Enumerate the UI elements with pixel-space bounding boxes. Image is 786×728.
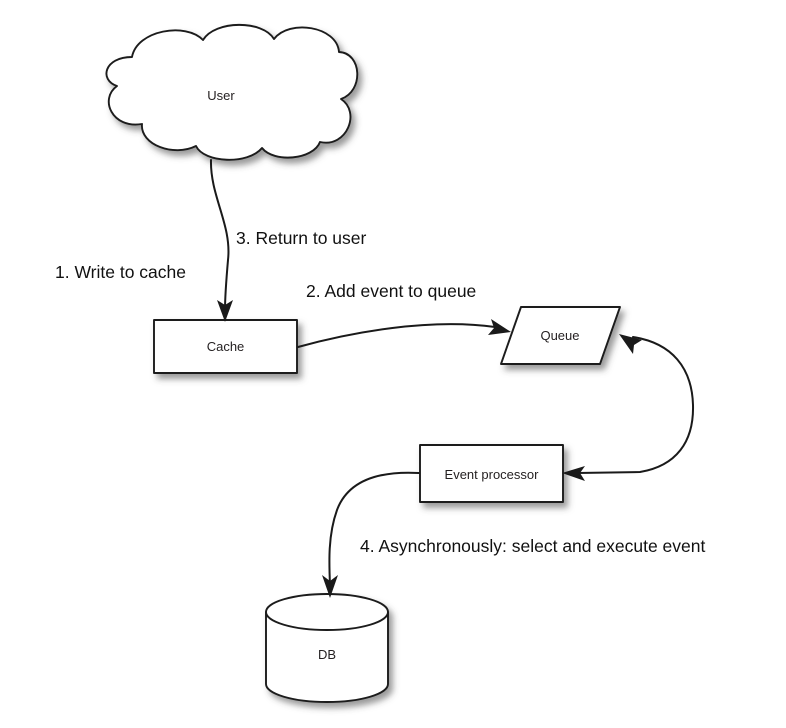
node-label-cache: Cache — [207, 339, 245, 354]
step-label-1: 1. Write to cache — [55, 262, 186, 282]
step-label-2: 2. Add event to queue — [306, 281, 476, 301]
arrow-head-queue-in — [488, 319, 511, 335]
node-user[interactable]: User — [105, 23, 359, 161]
arrow-head-queue-loop — [619, 334, 642, 354]
edge-queue-event-processor — [562, 334, 695, 481]
step-label-3: 3. Return to user — [236, 228, 367, 248]
arrow-head-event-processor — [562, 466, 585, 481]
edge-user-to-cache — [209, 159, 233, 322]
node-label-user: User — [207, 88, 235, 103]
node-queue[interactable]: Queue — [500, 306, 621, 365]
node-label-event-processor: Event processor — [445, 467, 540, 482]
edge-cache-to-queue — [297, 319, 511, 348]
edge-event-processor-to-db — [322, 471, 420, 598]
node-label-queue: Queue — [540, 328, 579, 343]
arrow-head-db — [322, 575, 338, 598]
node-cache[interactable]: Cache — [153, 319, 298, 374]
node-event-processor[interactable]: Event processor — [419, 444, 564, 503]
arrow-head-cache — [217, 300, 233, 322]
node-db[interactable]: DB — [265, 593, 389, 703]
step-label-4: 4. Asynchronously: select and execute ev… — [360, 536, 705, 556]
node-label-db: DB — [318, 647, 336, 662]
